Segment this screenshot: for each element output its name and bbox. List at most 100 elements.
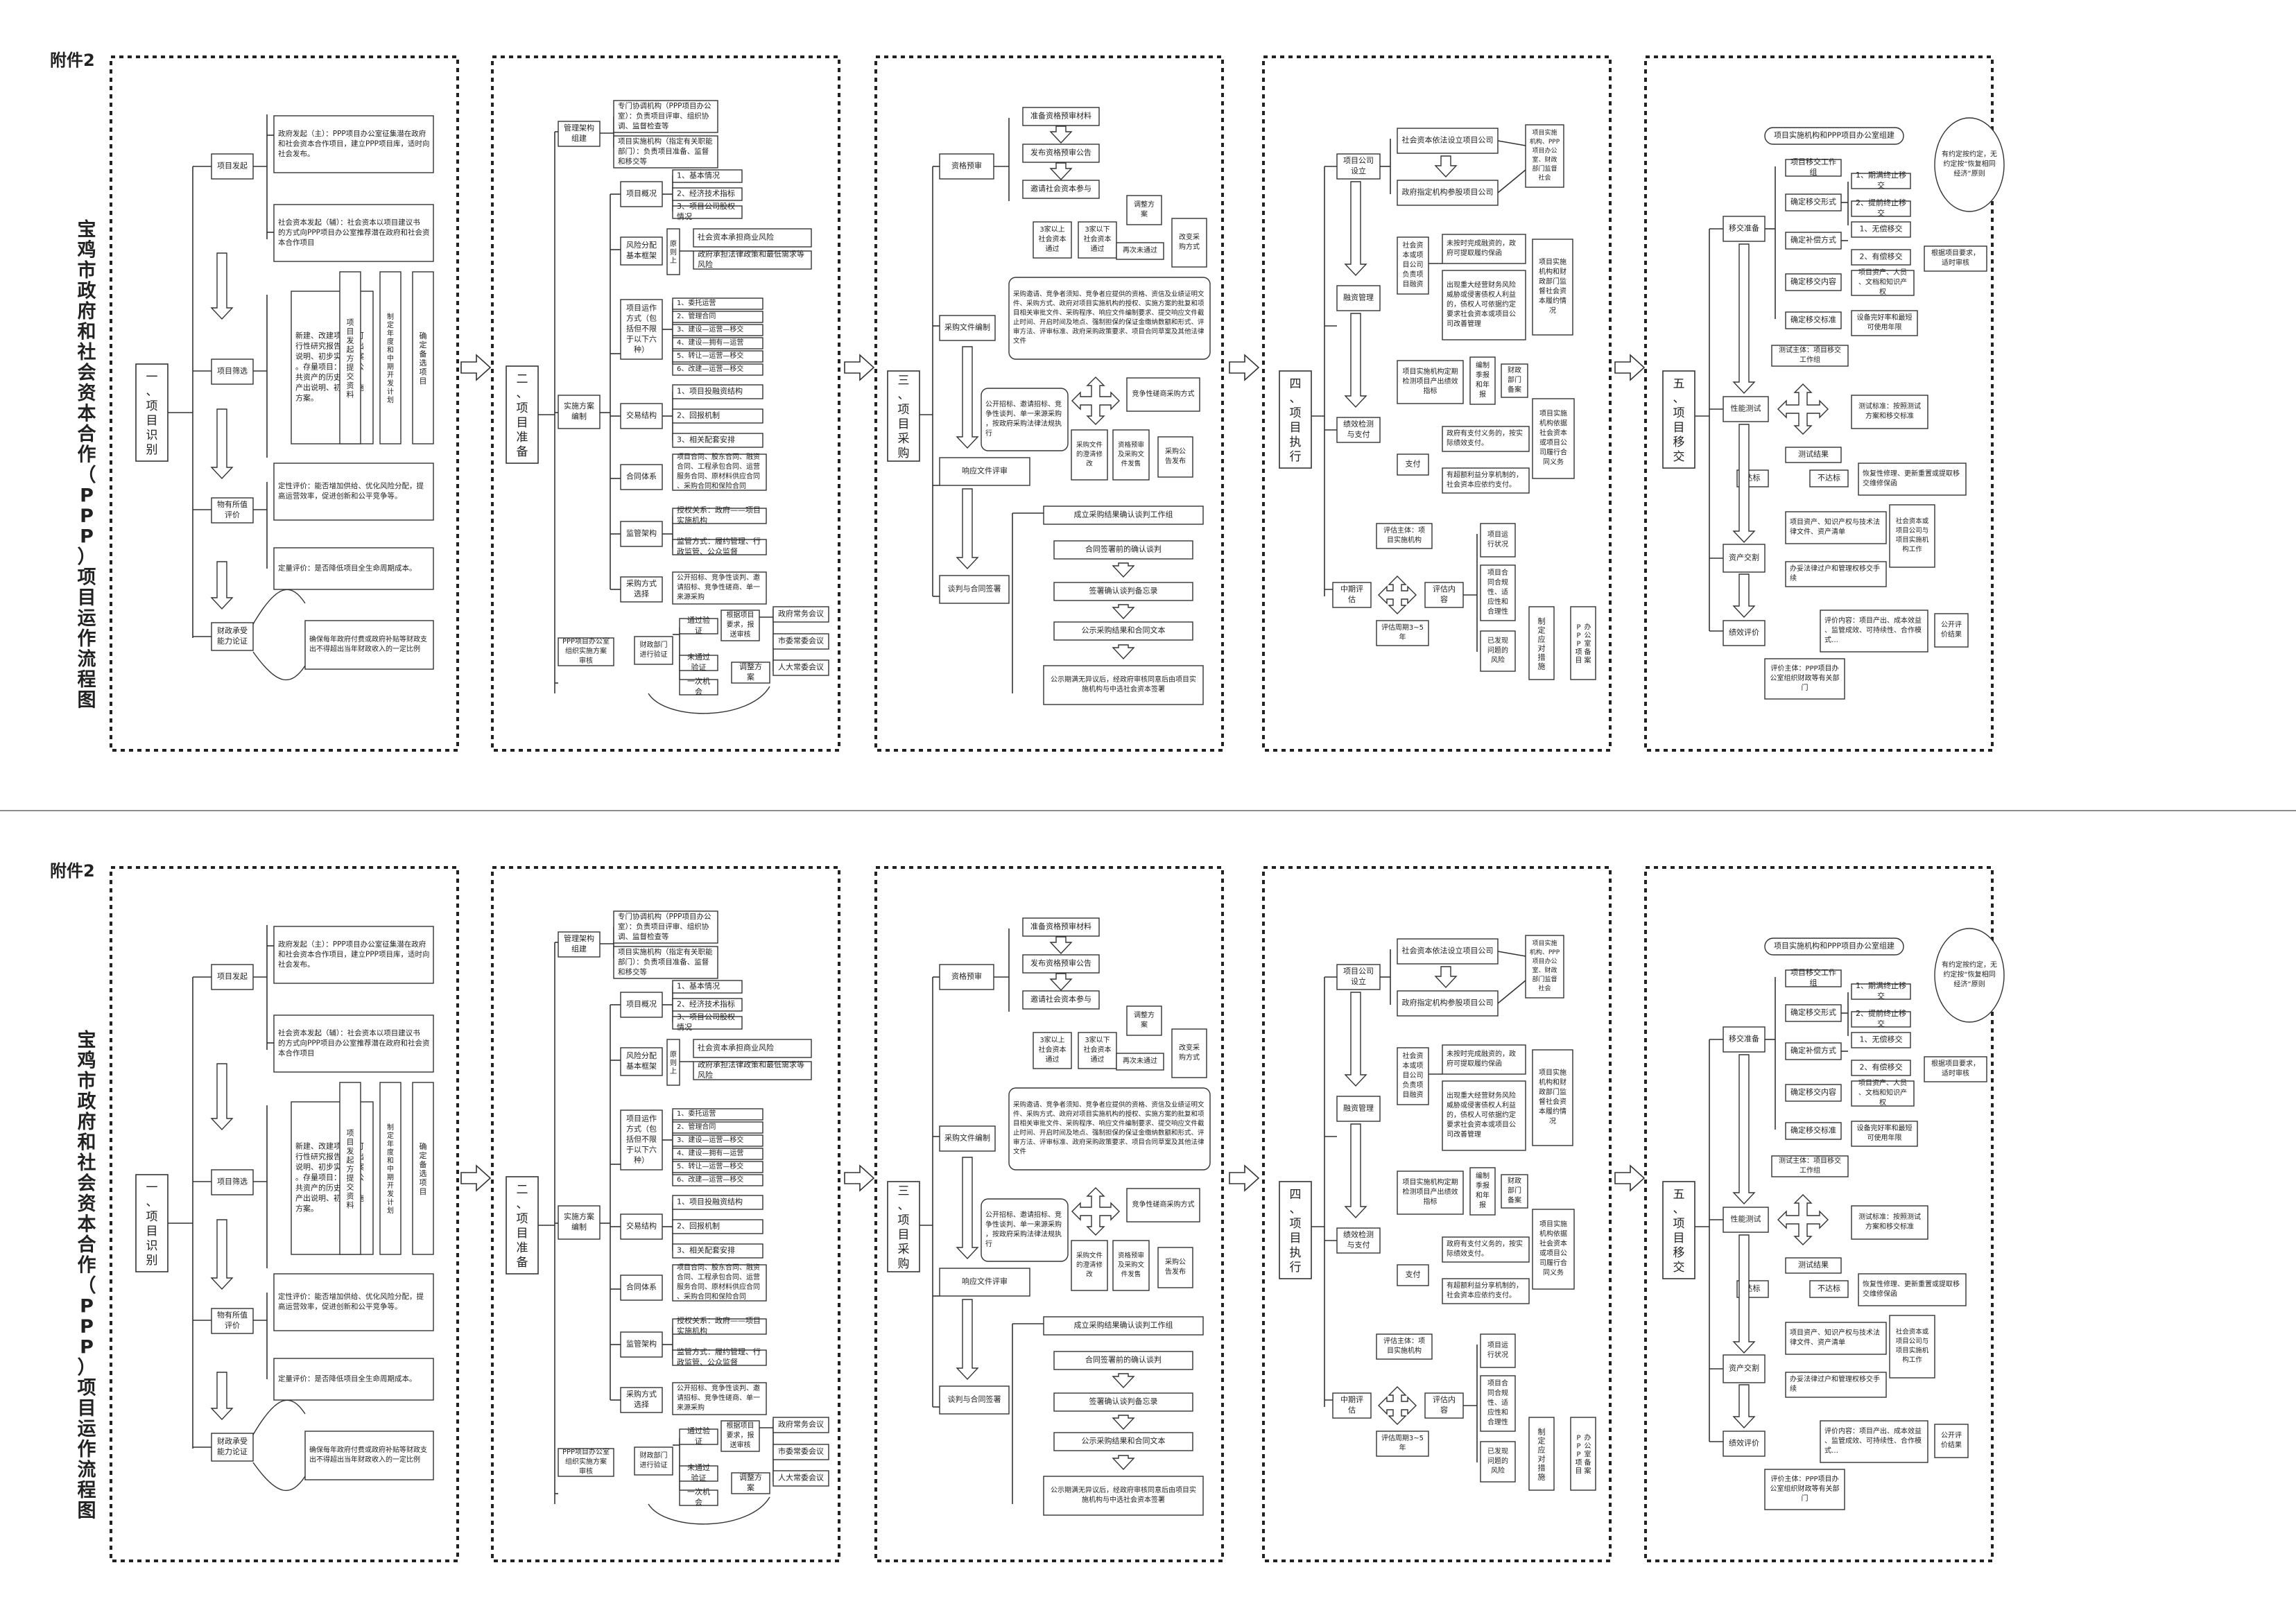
flow-node-text: 财政部门备案 bbox=[1508, 365, 1521, 394]
flow-node-text: 1、基本情况 bbox=[677, 981, 720, 991]
flow-node-text: 社会资本承担商业风险 bbox=[698, 1043, 774, 1053]
flow-node-text: 响应文件评审 bbox=[962, 466, 1008, 476]
flow-node-text: 市委常委会议 bbox=[778, 1446, 824, 1456]
phase-arrow bbox=[1614, 354, 1646, 381]
flow-node-text: 财政部门进行验证 bbox=[640, 1451, 668, 1469]
flow-node-text: 测试标准：按照测试方案和移交标准 bbox=[1858, 1212, 1921, 1231]
flow-arrow-down bbox=[210, 1372, 234, 1421]
phase-title: 三、项目采购 bbox=[898, 374, 910, 460]
flow-node-text: 监管方式：履约管理、行政监管、公众监督 bbox=[677, 536, 761, 556]
flow-node-text: 评估主体：项目实施机构 bbox=[1383, 1336, 1425, 1355]
flow-node-text: 发布资格预审公告 bbox=[1030, 958, 1091, 968]
four-way-arrow bbox=[1777, 383, 1829, 435]
flow-node-text: 项目资产、人员、文档和知识产权 bbox=[1858, 1078, 1907, 1107]
flow-node-text: 确定移交标准 bbox=[1790, 315, 1836, 325]
phase-title: 四、项目执行 bbox=[1290, 1188, 1302, 1275]
flow-arrow-down bbox=[1434, 155, 1458, 178]
flow-node-text: 确定移交内容 bbox=[1790, 277, 1836, 286]
flow-node-text: 授权关系：政府——项目实施机构 bbox=[677, 505, 761, 525]
flow-node-text: 项目实施机构（指定有关职能部门）：负责项目准备、监督和移交等 bbox=[618, 947, 713, 976]
flow-node-text: 出现重大经营财务风险威胁或侵害债权人利益的，债权人可依据约定要求社会资本或项目公… bbox=[1447, 1091, 1516, 1139]
flow-node-text: 公开评价结果 bbox=[1941, 621, 1962, 639]
phase-arrow bbox=[1229, 1164, 1260, 1192]
flow-node-text: 项目实施机构和财政部门监督社会资本履约情况 bbox=[1539, 1068, 1566, 1125]
flow-node-text: 2、管理合同 bbox=[677, 311, 716, 320]
flow-node-text: 办妥法律过户和管理权移交手续 bbox=[1790, 564, 1880, 582]
flow-node-text: 项目筛选 bbox=[217, 366, 248, 376]
flow-node-text: 实施方案编制 bbox=[564, 401, 594, 421]
flow-arrow-down bbox=[956, 346, 979, 449]
flow-node-text: 项目移交工作组 bbox=[1790, 967, 1836, 987]
flow-arrow-down bbox=[1112, 1415, 1135, 1431]
flow-node-text: 资格预审 bbox=[951, 161, 982, 171]
flow-node-text: 合同签署前的确认谈判 bbox=[1085, 544, 1162, 554]
phase-frame bbox=[874, 55, 1224, 752]
flow-arrow-down bbox=[1049, 973, 1073, 992]
flow-node-text: 评估内容 bbox=[1433, 584, 1456, 604]
flow-node-text: 3、建设—运营—移交 bbox=[677, 1135, 743, 1144]
flow-node-text: 公开评价结果 bbox=[1941, 1431, 1962, 1449]
phase-title: 二、项目准备 bbox=[517, 372, 528, 459]
flow-node-text: 政府发起（主）：PPP项目办公室征集潜在政府和社会资本合作项目，建立PPP项目库… bbox=[278, 129, 430, 158]
phase-title: 二、项目准备 bbox=[517, 1183, 528, 1270]
flow-node-text: 未按时完成融资的，政府可提取履约保函 bbox=[1447, 239, 1516, 257]
flow-node-text: 调整方案 bbox=[739, 662, 762, 682]
flow-node-text: 资格预审 bbox=[951, 971, 982, 981]
flow-node-text: 确保每年政府付费或政府补贴等财政支出不得超出当年财政收入的一定比例 bbox=[309, 634, 427, 653]
flow-node-text: 有超额利益分享机制的，社会资本应依约支付。 bbox=[1447, 470, 1523, 489]
flow-node-text: 采购文件编制 bbox=[944, 1133, 990, 1143]
flow-node-text: 1、期满终止移交 bbox=[1856, 170, 1906, 190]
flow-node-text: 监管架构 bbox=[626, 528, 657, 538]
flow-node-text: 项目资产、知识产权与技术法律文件、资产清单 bbox=[1790, 517, 1880, 536]
flow-node-text: 4、建设—拥有—运营 bbox=[677, 1148, 743, 1157]
flow-node-text: 成立采购结果确认谈判工作组 bbox=[1074, 1320, 1173, 1330]
flow-node-text: 物有所值评价 bbox=[217, 499, 248, 519]
flow-node-text: 交易结构 bbox=[626, 411, 657, 420]
flow-node-text: 准备资格预审材料 bbox=[1030, 922, 1091, 931]
four-way-arrow bbox=[1378, 576, 1417, 614]
flow-node-text: 2、回报机制 bbox=[677, 1221, 720, 1231]
flow-node-text: 人大常委会议 bbox=[778, 1473, 824, 1483]
flow-node-text: 实施方案编制 bbox=[564, 1211, 594, 1232]
flow-arrow-down bbox=[1732, 1384, 1756, 1429]
flow-node-text: 1、委托运营 bbox=[677, 1109, 716, 1118]
flow-node-text: 项目实施机构和PPP项目办公室组建 bbox=[1774, 130, 1894, 140]
flow-node-text: 公开招标、邀请招标、竞争性谈判、单一来源采购，按政府采购法律法规执行 bbox=[985, 1210, 1062, 1248]
flow-node-text: 调整方案 bbox=[739, 1472, 762, 1492]
flow-node-text: 政府发起（主）：PPP项目办公室征集潜在政府和社会资本合作项目，建立PPP项目库… bbox=[278, 940, 430, 969]
flow-node-text: 授权关系：政府——项目实施机构 bbox=[677, 1315, 761, 1336]
flow-node-text: 已发现问题的风险 bbox=[1487, 636, 1508, 664]
flow-node-text: 项目合同合规性、适应性和合理性 bbox=[1487, 568, 1508, 616]
phase-frame bbox=[1644, 866, 1994, 1562]
flow-node-text: 2、有偿移交 bbox=[1860, 252, 1903, 261]
flow-node-text: 已发现问题的风险 bbox=[1487, 1446, 1508, 1475]
phase-title: 一、项目识别 bbox=[146, 370, 158, 457]
flow-node-text: 采购方式选择 bbox=[626, 1389, 657, 1409]
flow-node-text: 4、建设—拥有—运营 bbox=[677, 338, 743, 347]
flow-node-text: 项目资产、人员、文档和知识产权 bbox=[1858, 268, 1907, 296]
flow-node-text: 1、项目投融资结构 bbox=[677, 386, 743, 396]
four-way-arrow bbox=[1378, 1386, 1417, 1425]
four-way-arrow bbox=[1071, 377, 1120, 425]
flow-node-text: 资格预审及采购文件发售 bbox=[1118, 440, 1145, 467]
flow-node-text: 政府常务会议 bbox=[778, 609, 824, 619]
flow-node-text: 成立采购结果确认谈判工作组 bbox=[1074, 510, 1173, 519]
flow-node-text: 政府有支付义务的，按实际绩效支付。 bbox=[1447, 1239, 1523, 1258]
flow-node-text: 项目概况 bbox=[626, 1000, 657, 1009]
flow-node-text: PPP项目办公室组织实施方案审核 bbox=[562, 637, 610, 665]
flow-node-text: 性能测试 bbox=[1731, 1214, 1761, 1224]
flow-node-text: 6、改建—运营—移交 bbox=[677, 364, 743, 373]
flow-node-text: 绩效检测与支付 bbox=[1343, 419, 1374, 439]
flow-arrow-down bbox=[210, 252, 234, 320]
flow-node-text: 评价内容：项目产出、成本效益、监管成效、可持续性、合作模式… bbox=[1824, 616, 1922, 644]
flow-node-text: 绩效评价 bbox=[1729, 1438, 1759, 1448]
flow-node-text: 政府常务会议 bbox=[778, 1419, 824, 1429]
phase-title: 四、项目执行 bbox=[1290, 377, 1302, 464]
flow-node-text: 政府指定机构参股项目公司 bbox=[1402, 187, 1494, 197]
flow-node-text: 2、提前终止移交 bbox=[1856, 1008, 1906, 1028]
